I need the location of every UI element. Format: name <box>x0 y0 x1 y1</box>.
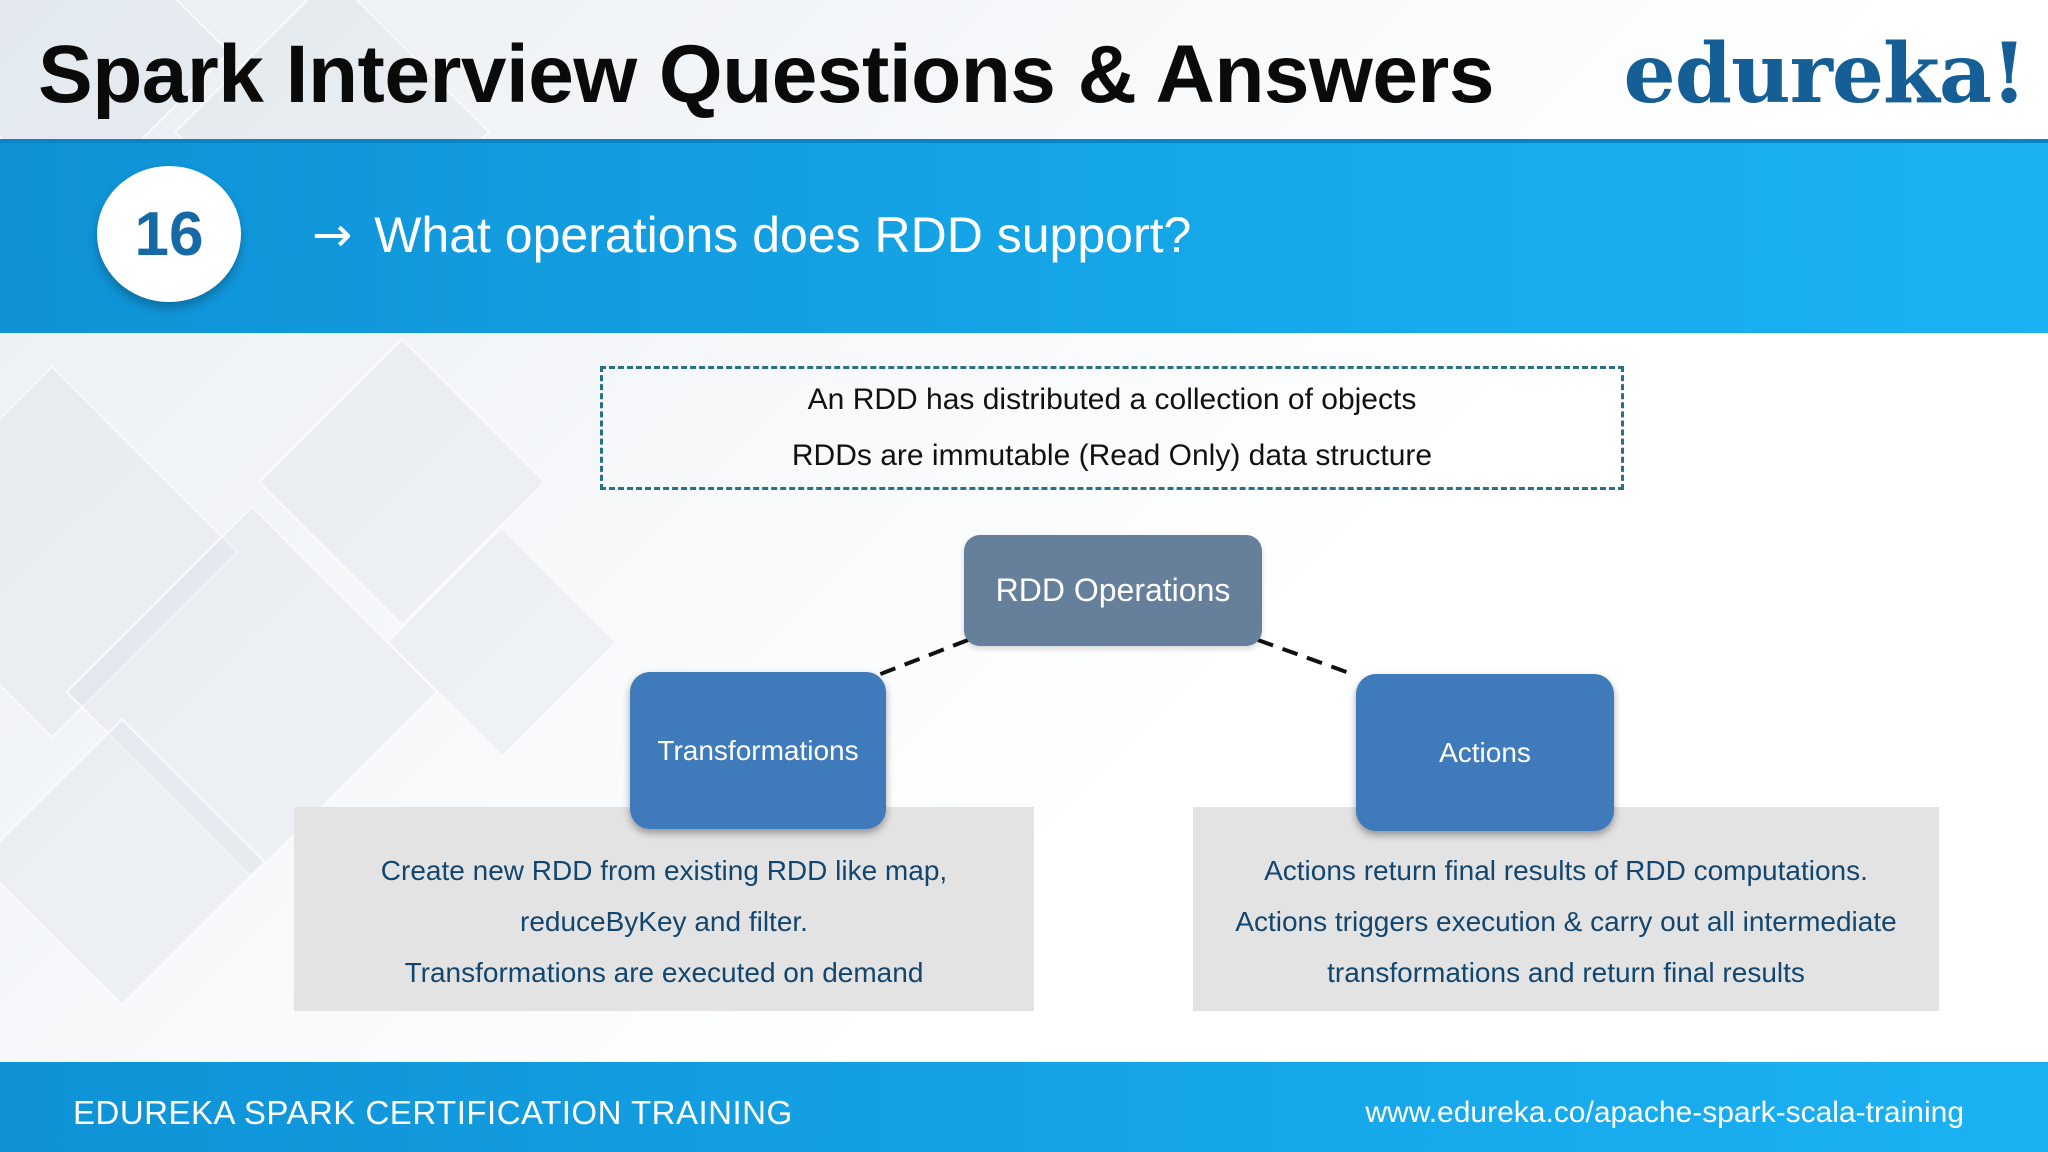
connector-root-actions <box>1257 638 1353 676</box>
footer-course-title: EDUREKA SPARK CERTIFICATION TRAINING <box>73 1094 793 1131</box>
right-arrow-icon: → <box>312 207 353 263</box>
edureka-logo: edureka! <box>1623 26 2027 122</box>
footer-url: www.edureka.co/apache-spark-scala-traini… <box>1365 1096 1964 1129</box>
transformations-desc-line-2: reduceByKey and filter. <box>520 906 808 937</box>
definition-line-1: An RDD has distributed a collection of o… <box>807 383 1417 416</box>
actions-desc-line-1: Actions return final results of RDD comp… <box>1264 855 1868 886</box>
definition-line-2: RDDs are immutable (Read Only) data stru… <box>791 439 1433 472</box>
actions-desc-line-2: Actions triggers execution & carry out a… <box>1235 906 1897 937</box>
transformations-desc-line-3: Transformations are executed on demand <box>404 957 924 988</box>
question-banner <box>0 139 2048 333</box>
actions-desc-line-3: transformations and return final results <box>1327 957 1805 988</box>
connector-root-transformations <box>877 638 969 677</box>
question-text: → What operations does RDD support? <box>312 206 1191 264</box>
transformations-node: Transformations <box>630 672 886 829</box>
transformations-description: Create new RDD from existing RDD like ma… <box>294 807 1034 1011</box>
actions-description: Actions return final results of RDD comp… <box>1193 807 1939 1011</box>
slide-title: Spark Interview Questions & Answers <box>38 29 1494 120</box>
actions-node: Actions <box>1356 674 1614 831</box>
rdd-definition-box: An RDD has distributed a collection of o… <box>600 366 1624 490</box>
question-number-badge: 16 <box>97 166 241 302</box>
transformations-desc-line-1: Create new RDD from existing RDD like ma… <box>380 855 948 886</box>
banner-top-border <box>0 139 2048 143</box>
rdd-operations-node: RDD Operations <box>964 535 1262 646</box>
question-label: What operations does RDD support? <box>374 207 1192 263</box>
footer-bar <box>0 1062 2048 1152</box>
